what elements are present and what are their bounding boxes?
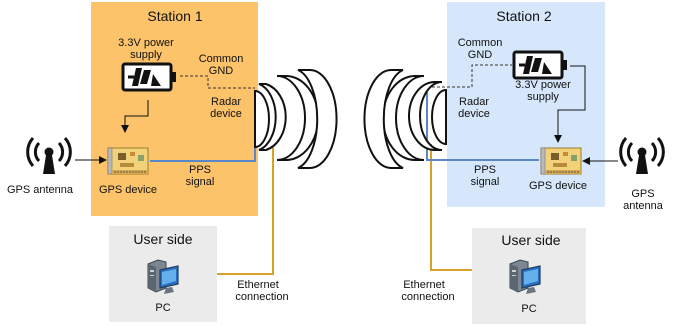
ethernet-line-2 <box>430 144 472 271</box>
radar-icon <box>254 69 338 169</box>
ethernet2-label: Ethernet <box>403 279 445 291</box>
station2-gnd-label: GND <box>468 49 493 61</box>
station2-gnd-label: Common <box>458 37 503 49</box>
station2-pps-label: PPS <box>474 164 496 176</box>
station1-gnd-label: GND <box>209 65 234 77</box>
station1-radar-label: device <box>210 108 242 120</box>
user-side2-title: User side <box>501 232 560 248</box>
user-side2-pc-label: PC <box>521 303 536 315</box>
station1-title: Station 1 <box>147 8 202 24</box>
station1-power-label: supply <box>130 49 162 61</box>
gnd-line-2 <box>427 64 512 88</box>
station1-gnd-label: Common <box>199 53 244 65</box>
station1-pps-label: PPS <box>189 164 211 176</box>
battery-icon <box>121 62 178 92</box>
ethernet2-label: connection <box>401 291 454 303</box>
station1-radar-label: Radar <box>211 96 241 108</box>
station1-pps-label: signal <box>186 176 215 188</box>
user-side1-pc-label: PC <box>155 302 170 314</box>
gps-board-icon <box>107 147 149 175</box>
gps-board-icon <box>540 147 582 175</box>
ethernet1-label: connection <box>235 291 288 303</box>
station2-power-label: 3.3V power <box>515 79 571 91</box>
station2-antenna-label: antenna <box>623 200 664 212</box>
station1-power-label: 3.3V power <box>118 37 174 49</box>
station2-power-label: supply <box>527 91 559 103</box>
ethernet-line-1 <box>217 146 274 275</box>
station2-antenna-label: GPS <box>631 188 654 200</box>
ethernet1-label: Ethernet <box>237 279 279 291</box>
user-side1-title: User side <box>133 231 192 247</box>
station2-radar-label: device <box>458 108 490 120</box>
station1-antenna-label: GPS antenna <box>7 184 74 196</box>
power-arrow-2 <box>554 65 586 143</box>
station1-gps-device-label: GPS device <box>99 184 157 196</box>
station2-gps-device-label: GPS device <box>529 180 587 192</box>
station2-pps-label: signal <box>471 176 500 188</box>
battery-icon <box>512 50 569 80</box>
station2-title: Station 2 <box>496 8 551 24</box>
gps-antenna-icon <box>619 136 665 176</box>
power-arrow-1 <box>121 100 149 133</box>
gps-antenna-icon <box>26 136 72 176</box>
station1-box <box>91 2 258 216</box>
radar-icon <box>363 69 447 169</box>
station2-radar-label: Radar <box>459 96 489 108</box>
pps-line-2 <box>426 92 539 161</box>
